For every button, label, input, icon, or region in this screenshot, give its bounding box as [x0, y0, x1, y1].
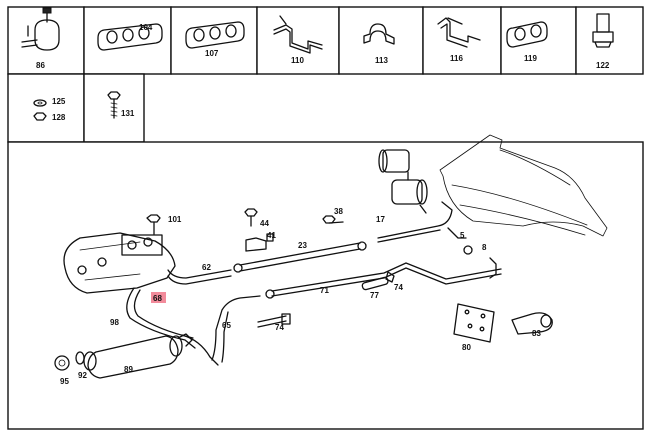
part-44-screw[interactable]	[244, 208, 258, 227]
callout-62: 62	[202, 263, 211, 272]
label-125: 125	[52, 97, 66, 106]
callout-38: 38	[334, 207, 343, 216]
label-104: 104	[139, 23, 153, 32]
part-17-filter[interactable]	[378, 149, 428, 214]
highlight-marker	[151, 292, 166, 303]
label-128: 128	[52, 113, 66, 122]
callout-labels: 101 38 17 5 8 44 41 23 62 71 77 74 74 68…	[60, 207, 541, 386]
callout-83: 83	[532, 329, 541, 338]
callout-92: 92	[78, 371, 87, 380]
callout-74-upper: 74	[394, 283, 403, 292]
catalog-grid: 86 104 107 110 113	[7, 6, 644, 143]
part-101-screw[interactable]	[146, 214, 161, 235]
catalog-cell-116[interactable]: 116	[422, 6, 502, 75]
callout-17: 17	[376, 215, 385, 224]
catalog-cell-119[interactable]: 119	[500, 6, 577, 75]
callout-23: 23	[298, 241, 307, 250]
catalog-cell-107[interactable]: 107	[170, 6, 258, 75]
catalog-cell-131[interactable]: 131	[83, 73, 145, 143]
callout-74-lower: 74	[275, 323, 284, 332]
callout-89: 89	[124, 365, 133, 374]
label-110: 110	[291, 56, 304, 65]
part-89-fuel-pump[interactable]	[83, 333, 193, 379]
label-86: 86	[36, 61, 45, 70]
callout-68: 68	[153, 294, 162, 303]
callout-98: 98	[110, 318, 119, 327]
label-119: 119	[524, 54, 537, 63]
label-107: 107	[205, 49, 219, 58]
callout-65: 65	[222, 321, 231, 330]
catalog-cell-110[interactable]: 110	[256, 6, 340, 75]
callout-5: 5	[460, 231, 465, 240]
callout-44: 44	[260, 219, 269, 228]
catalog-cell-104[interactable]: 104	[83, 6, 172, 75]
callout-68-highlighted[interactable]: 68	[151, 292, 166, 303]
label-116: 116	[450, 54, 463, 63]
part-80-plate[interactable]	[453, 303, 495, 343]
part-fuel-distributor[interactable]	[63, 232, 176, 294]
callout-41: 41	[267, 231, 276, 240]
callout-71: 71	[320, 286, 329, 295]
label-113: 113	[375, 56, 388, 65]
part-38-screw[interactable]	[322, 215, 344, 224]
catalog-cell-113[interactable]: 113	[338, 6, 424, 75]
callout-80: 80	[462, 343, 471, 352]
catalog-cell-86[interactable]: 86	[7, 6, 85, 75]
assembly-drawing	[54, 134, 608, 379]
catalog-cell-122[interactable]: 122	[575, 6, 644, 75]
part-41-clip[interactable]	[245, 233, 274, 252]
label-122: 122	[596, 61, 610, 70]
assembly-frame	[7, 141, 644, 430]
callout-8: 8	[482, 243, 487, 252]
label-131: 131	[121, 109, 135, 118]
callout-77: 77	[370, 291, 379, 300]
callout-101: 101	[168, 215, 182, 224]
part-83-clamp[interactable]	[511, 312, 553, 335]
catalog-cell-125-128[interactable]: 125 128	[7, 73, 85, 143]
callout-95: 95	[60, 377, 69, 386]
